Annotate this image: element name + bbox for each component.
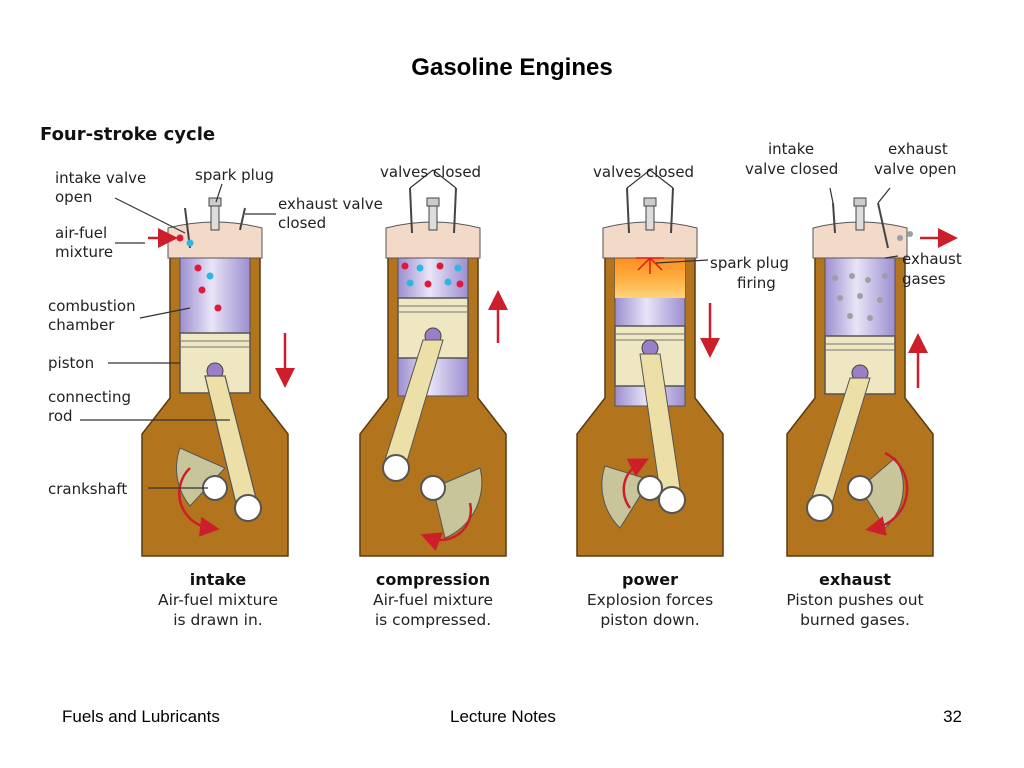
label-intake-valve: intake valve bbox=[55, 169, 146, 187]
figure-title: Four-stroke cycle bbox=[40, 124, 215, 145]
label-intake-valve-closed-2: valve closed bbox=[745, 160, 838, 178]
four-stroke-diagram: Four-stroke cycle bbox=[40, 108, 990, 648]
label-air-fuel: air-fuel bbox=[55, 224, 107, 242]
label-spark-plug-firing-1: spark plug bbox=[710, 254, 789, 272]
label-exhaust-valve: exhaust valve bbox=[278, 195, 383, 213]
label-mixture: mixture bbox=[55, 243, 113, 261]
engine-compression: valves closed bbox=[359, 163, 508, 557]
label-piston: piston bbox=[48, 354, 94, 372]
engine-exhaust: intake valve closed exhaust valve open e… bbox=[745, 140, 962, 557]
stroke-name-exhaust: exhaust bbox=[819, 570, 891, 589]
engine-power: valves closed spark plug firing bbox=[576, 163, 789, 557]
label-valves-closed-power: valves closed bbox=[593, 163, 694, 181]
label-rod: rod bbox=[48, 407, 73, 425]
stroke-caption-exhaust-2: burned gases. bbox=[800, 611, 910, 629]
engine-intake: intake valve open spark plug exhaust val… bbox=[48, 166, 383, 557]
label-valves-closed-compression: valves closed bbox=[380, 163, 481, 181]
footer-course: Fuels and Lubricants bbox=[62, 707, 220, 726]
label-connecting: connecting bbox=[48, 388, 131, 406]
label-exhaust-valve-open-1: exhaust bbox=[888, 140, 948, 158]
label-combustion: combustion bbox=[48, 297, 136, 315]
label-intake-valve-closed-1: intake bbox=[768, 140, 814, 158]
stroke-caption-intake-2: is drawn in. bbox=[173, 611, 263, 629]
label-exhaust-valve-closed: closed bbox=[278, 214, 326, 232]
stroke-name-intake: intake bbox=[190, 570, 247, 589]
label-intake-valve-open: open bbox=[55, 188, 92, 206]
footer-page-number: 32 bbox=[943, 707, 962, 726]
stroke-caption-power-2: piston down. bbox=[600, 611, 699, 629]
label-exhaust-gases-1: exhaust bbox=[902, 250, 962, 268]
stroke-caption-exhaust-1: Piston pushes out bbox=[786, 591, 923, 609]
stroke-caption-compression-1: Air-fuel mixture bbox=[373, 591, 493, 609]
slide-title: Gasoline Engines bbox=[411, 54, 613, 81]
label-exhaust-gases-2: gases bbox=[902, 270, 946, 288]
label-exhaust-valve-open-2: valve open bbox=[874, 160, 957, 178]
stroke-name-compression: compression bbox=[376, 570, 490, 589]
stroke-name-power: power bbox=[622, 570, 678, 589]
label-chamber: chamber bbox=[48, 316, 115, 334]
label-crankshaft: crankshaft bbox=[48, 480, 127, 498]
stroke-caption-intake-1: Air-fuel mixture bbox=[158, 591, 278, 609]
stroke-caption-compression-2: is compressed. bbox=[375, 611, 491, 629]
label-spark-plug: spark plug bbox=[195, 166, 274, 184]
stroke-caption-power-1: Explosion forces bbox=[587, 591, 713, 609]
footer-lecture-notes: Lecture Notes bbox=[450, 707, 556, 726]
label-spark-plug-firing-2: firing bbox=[737, 274, 776, 292]
